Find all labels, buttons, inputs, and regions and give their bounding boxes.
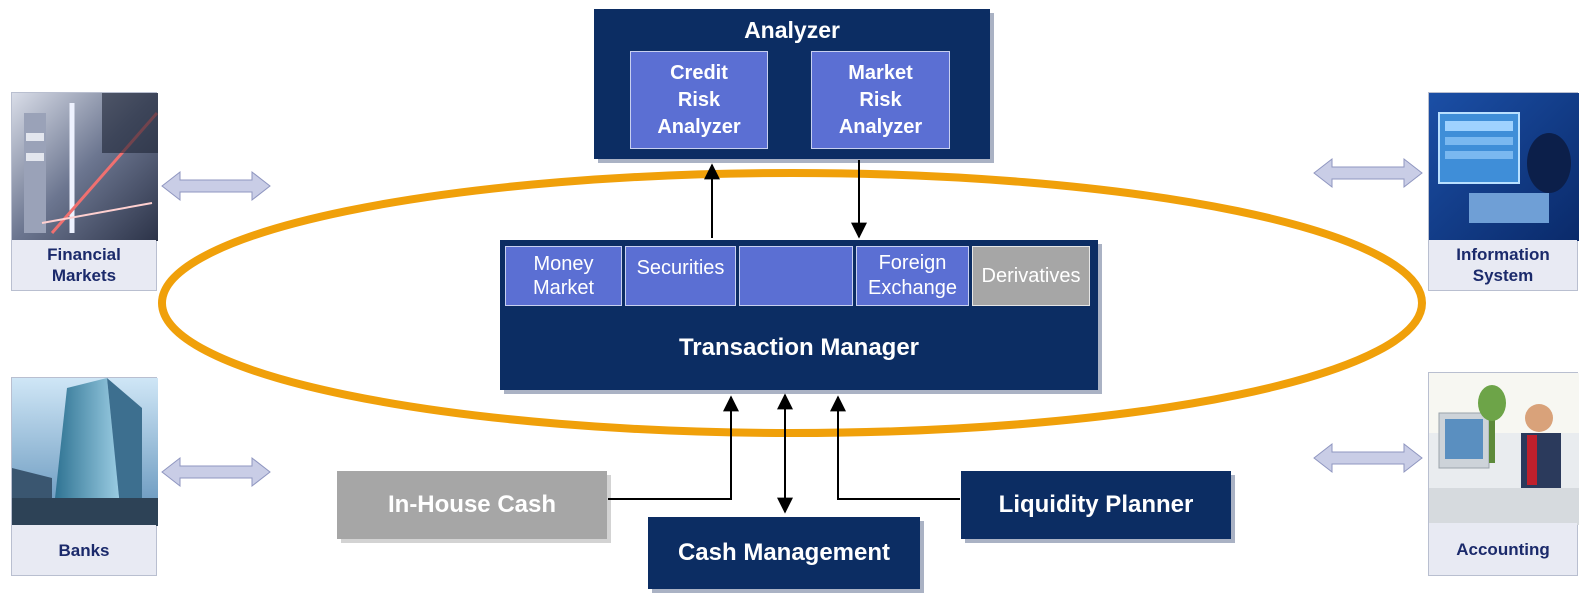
cash-management-box[interactable]: Cash Management — [648, 517, 920, 589]
fx-line-1: Foreign — [878, 252, 947, 274]
financial-markets-line-1: Financial — [47, 245, 121, 264]
arrow-inhouse-to-tm — [608, 395, 739, 500]
banks-image — [12, 378, 158, 526]
money-line-2: Market — [532, 277, 595, 299]
financial-markets-line-2: Markets — [51, 266, 117, 285]
financial-markets-caption: Financial Markets — [12, 240, 156, 290]
analyzer-box[interactable]: Analyzer Credit Risk Analyzer Market Ris… — [594, 9, 990, 159]
market-line-2: Risk — [859, 88, 902, 111]
information-system-line-2: System — [1472, 266, 1534, 285]
double-arrow-information-system — [1313, 157, 1423, 189]
credit-line-3: Analyzer — [657, 115, 741, 138]
analyzer-title: Analyzer — [744, 16, 840, 43]
information-system-caption: Information System — [1429, 240, 1577, 290]
tile-financial-markets[interactable]: Financial Markets — [11, 92, 159, 291]
tile-banks[interactable]: Banks — [11, 377, 158, 576]
information-system-image — [1429, 93, 1579, 241]
financial-markets-image — [12, 93, 159, 241]
building-icon — [12, 378, 158, 526]
liquidity-planner-box[interactable]: Liquidity Planner — [961, 471, 1231, 539]
accounting-image — [1429, 373, 1579, 525]
tile-information-system[interactable]: Information System — [1428, 92, 1579, 291]
in-house-cash-box[interactable]: In-House Cash — [337, 471, 607, 539]
market-line-3: Analyzer — [838, 115, 923, 138]
credit-risk-analyzer[interactable]: Credit Risk Analyzer — [630, 51, 768, 149]
double-arrow-accounting — [1313, 442, 1423, 474]
market-risk-analyzer[interactable]: Market Risk Analyzer — [811, 51, 950, 149]
module-derivatives[interactable]: Derivatives — [972, 246, 1090, 306]
double-arrow-banks — [161, 456, 271, 488]
credit-line-1: Credit — [670, 61, 728, 84]
transaction-manager-title: Transaction Manager — [678, 334, 920, 361]
transaction-manager-box[interactable]: Money Market Securities Foreign Exchange… — [500, 240, 1098, 390]
module-blank[interactable] — [739, 246, 853, 306]
securities-label: Securities — [636, 257, 725, 279]
tile-accounting[interactable]: Accounting — [1428, 372, 1579, 576]
chart-light-icon — [12, 93, 159, 241]
computer-screen-icon — [1429, 93, 1579, 241]
information-system-line-1: Information — [1456, 245, 1550, 264]
double-arrow-financial-markets — [161, 170, 271, 202]
office-worker-icon — [1429, 373, 1579, 525]
money-line-1: Money — [533, 253, 594, 275]
banks-caption: Banks — [12, 525, 156, 575]
credit-line-2: Risk — [677, 88, 721, 111]
module-money-market[interactable]: Money Market — [505, 246, 622, 306]
market-line-1: Market — [848, 61, 913, 84]
module-foreign-exchange[interactable]: Foreign Exchange — [856, 246, 969, 306]
accounting-caption: Accounting — [1429, 523, 1577, 575]
fx-line-2: Exchange — [868, 277, 957, 299]
derivatives-label: Derivatives — [981, 264, 1081, 287]
arrow-liquidity-to-tm — [830, 395, 960, 500]
module-securities[interactable]: Securities — [625, 246, 736, 306]
integration-ring — [158, 169, 1426, 437]
